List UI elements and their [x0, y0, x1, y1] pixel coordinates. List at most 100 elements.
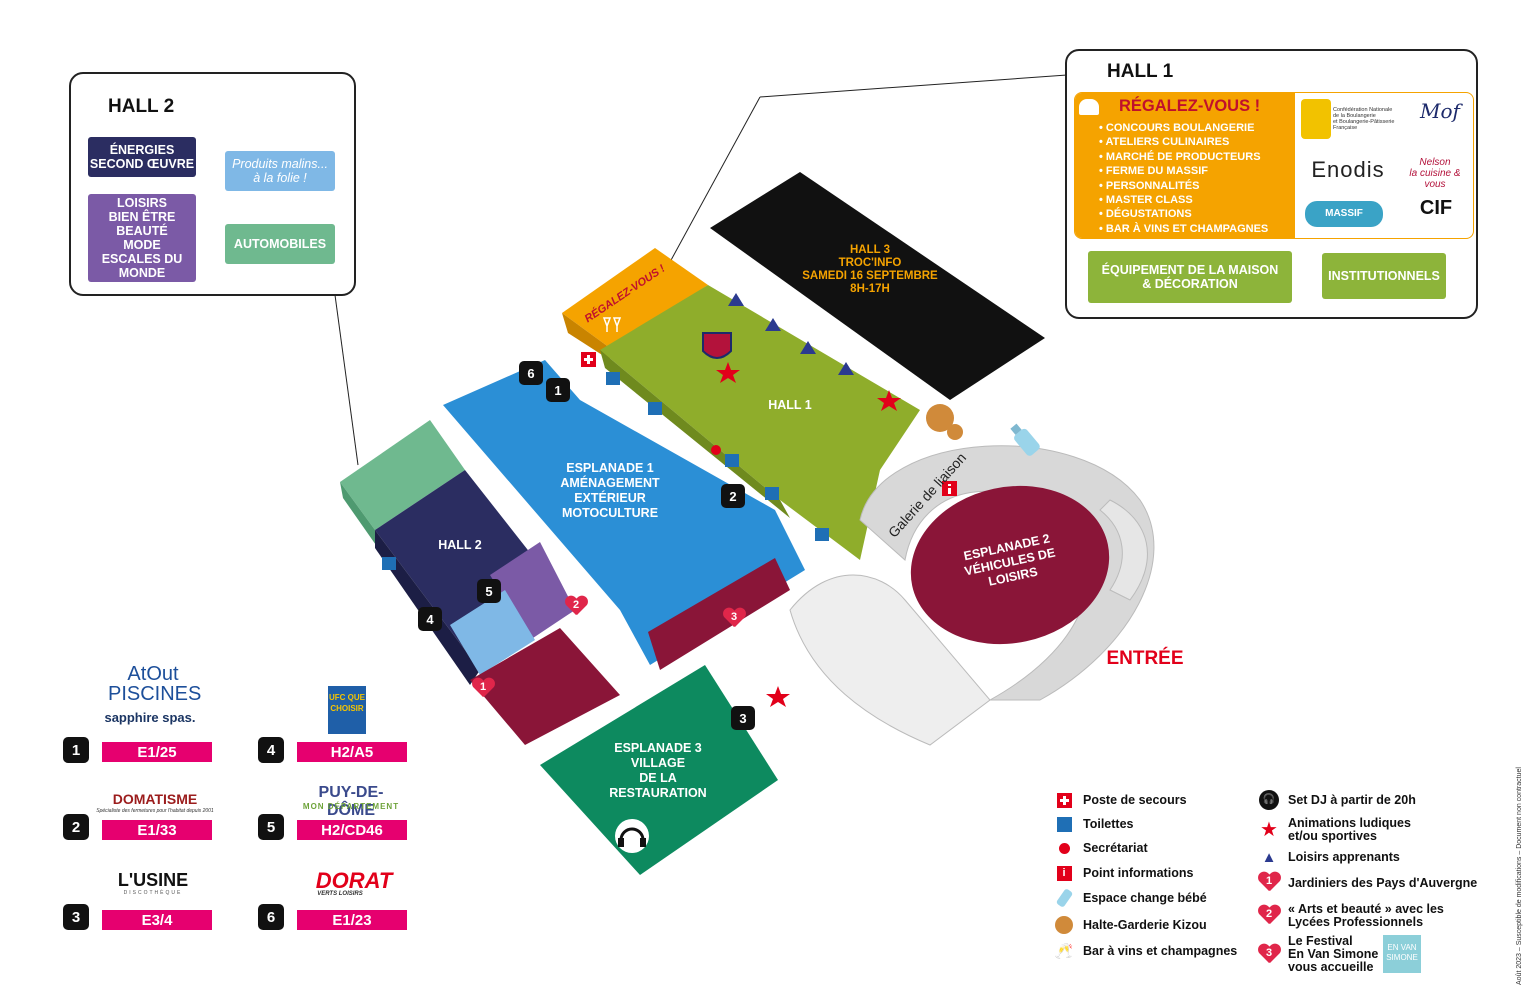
- massif-logo: MASSIF: [1305, 201, 1383, 227]
- hall2-green-top: [340, 420, 465, 530]
- hall2-purple: [490, 542, 575, 640]
- domatisme-logo: DOMATISME: [112, 791, 198, 807]
- esplanade1-label: ESPLANADE 1 AMÉNAGEMENT EXTÉRIEUR MOTOCU…: [560, 461, 660, 520]
- regalez-item: • FERME DU MASSIF: [1099, 165, 1208, 178]
- dorat-tagline: VERTS LOISIRS: [317, 891, 363, 897]
- mof-logo: Mof: [1420, 99, 1460, 123]
- champagne-glasses-icon: [602, 317, 622, 332]
- hall2-tag-produits-malins: Produits malins... à la folie !: [225, 151, 335, 191]
- baby-bottle-icon: [1053, 887, 1075, 909]
- esplanade3-label: ESPLANADE 3 VILLAGE DE LA RESTAURATION: [609, 741, 707, 800]
- regalez-area: [562, 248, 708, 348]
- esplanade1-area: [443, 360, 805, 665]
- info-icon: [942, 481, 957, 496]
- hall1-callout-line-b: [759, 74, 1068, 98]
- kizou-mascot-icon: [1053, 914, 1075, 936]
- legend-animations: ★ Animations ludiques et/ou sportives: [1258, 817, 1411, 843]
- baby-bottle-icon: [1010, 423, 1040, 456]
- red-star-icon: [716, 362, 740, 383]
- red-star-icon: [877, 390, 901, 411]
- toilets-icon: [382, 557, 396, 570]
- sapphire-spas-logo: sapphire spas.: [104, 710, 196, 725]
- map-heart-2-icon: 2: [565, 596, 587, 618]
- map-marker-3: 3: [731, 706, 755, 730]
- lusine-tagline: DISCOTHÈQUE: [123, 890, 183, 896]
- legend-info: i Point informations: [1053, 862, 1193, 884]
- esplanade1-red-strip: [648, 558, 790, 670]
- legend-dj: 🎧 Set DJ à partir de 20h: [1258, 789, 1416, 811]
- legend-bar: 🥂 Bar à vins et champagnes: [1053, 940, 1238, 962]
- esplanade2-area: [910, 485, 1110, 645]
- map-marker-2: 2: [721, 484, 745, 508]
- regalez-panel: RÉGALEZ-VOUS ! • CONCOURS BOULANGERIE • …: [1074, 92, 1474, 239]
- regalez-item: • BAR À VINS ET CHAMPAGNES: [1099, 222, 1269, 235]
- map-marker-1: 1: [546, 378, 570, 402]
- exhibitor-num-6: 6: [258, 904, 284, 930]
- regalez-list: • CONCOURS BOULANGERIE • ATELIERS CULINA…: [1099, 121, 1268, 236]
- puy-de-dome-logo: PUY-DE-DÔME: [318, 784, 384, 819]
- nelson-logo: Nelson la cuisine & vous: [1409, 157, 1461, 190]
- blue-triangle-icon: [728, 293, 744, 306]
- exhibitor-num-3: 3: [63, 904, 89, 930]
- heart-3-icon: 3: [1258, 944, 1280, 966]
- hall3-area: [710, 172, 1045, 400]
- hall2-red-bottom: [470, 628, 620, 745]
- exhibitor-num-4: 4: [258, 737, 284, 763]
- cif-logo: CIF: [1419, 197, 1453, 219]
- toilets-icon: [815, 528, 829, 541]
- esplanade3-area: [540, 665, 778, 875]
- regalez-item: • PERSONNALITÉS: [1099, 179, 1200, 192]
- map-marker-4: 4: [418, 607, 442, 631]
- exhibitor-stand-5: H2/CD46: [297, 820, 407, 840]
- first-aid-icon: [581, 352, 596, 367]
- exhibitor-stand-2: E1/33: [102, 820, 212, 840]
- hall2-tag-loisirs: LOISIRS BIEN ÊTRE BEAUTÉ MODE ESCALES DU…: [88, 194, 196, 282]
- hall2-callout-title: HALL 2: [108, 96, 175, 117]
- hall3-label: HALL 3 TROC'INFO SAMEDI 16 SEPTEMBRE 8H-…: [802, 244, 938, 295]
- exhibitor-stand-6: E1/23: [297, 910, 407, 930]
- legend-heart-2: 2 « Arts et beauté » avec les Lycées Pro…: [1258, 903, 1444, 929]
- hall1-label: HALL 1: [768, 398, 812, 412]
- chef-hat-icon: [1079, 99, 1099, 115]
- en-van-simone-logo: EN VAN SIMONE: [1383, 935, 1421, 973]
- map-marker-5: 5: [477, 579, 501, 603]
- clermont-foot-crest-icon: [702, 332, 732, 359]
- blue-triangle-icon: ▲: [1261, 848, 1277, 866]
- regalez-item: • MASTER CLASS: [1099, 194, 1193, 207]
- secretariat-dot-icon: [711, 445, 721, 455]
- hall1-callout-line-a: [669, 96, 761, 263]
- exhibitor-stand-3: E3/4: [102, 910, 212, 930]
- red-star-icon: ★: [1260, 818, 1278, 841]
- legend-kizou: Halte-Garderie Kizou: [1053, 914, 1207, 936]
- ufc-que-choisir-logo: UFC QUE CHOISIR: [328, 686, 366, 734]
- dorat-logo: DORAT: [315, 868, 393, 893]
- regalez-item: • CONCOURS BOULANGERIE: [1099, 122, 1255, 134]
- enodis-logo: Enodis: [1311, 157, 1385, 182]
- hall2-callout: HALL 2 ÉNERGIES SECOND ŒUVRE LOISIRS BIE…: [69, 72, 356, 296]
- regalez-item: • DÉGUSTATIONS: [1099, 208, 1192, 221]
- regalez-title: RÉGALEZ-VOUS !: [1119, 97, 1261, 115]
- exhibitor-num-1: 1: [63, 737, 89, 763]
- legend-baby-change: Espace change bébé: [1053, 887, 1207, 909]
- legend-toilets: Toilettes: [1053, 813, 1133, 835]
- red-star-icon: [766, 686, 790, 707]
- boulangerie-logo: [1301, 99, 1331, 139]
- champagne-glasses-icon: 🥂: [1054, 942, 1074, 960]
- exhibitor-stand-1: E1/25: [102, 742, 212, 762]
- hall1-callout: HALL 1 RÉGALEZ-VOUS ! • CONCOURS BOULANG…: [1065, 49, 1478, 319]
- toilets-icon: [765, 487, 779, 500]
- hall2-lightblue: [450, 590, 535, 675]
- exhibitor-num-2: 2: [63, 814, 89, 840]
- legend-heart-3: 3 Le Festival En Van Simone vous accueil…: [1258, 935, 1378, 974]
- legend-secretariat: Secrétariat: [1053, 837, 1148, 859]
- blue-triangle-icon: [838, 362, 854, 375]
- hall1-tag-equipement: ÉQUIPEMENT DE LA MAISON & DÉCORATION: [1088, 251, 1292, 303]
- map-heart-3-icon: 3: [723, 608, 745, 630]
- boulangerie-logo-text: Confédération Nationale de la Boulangeri…: [1333, 107, 1395, 131]
- hall2-tag-automobiles: AUTOMOBILES: [225, 224, 335, 264]
- first-aid-icon: [1053, 789, 1075, 811]
- headphones-icon: 🎧: [1258, 789, 1280, 811]
- hall1-callout-title: HALL 1: [1107, 61, 1174, 82]
- hall1-tag-institutionnels: INSTITUTIONNELS: [1322, 253, 1446, 299]
